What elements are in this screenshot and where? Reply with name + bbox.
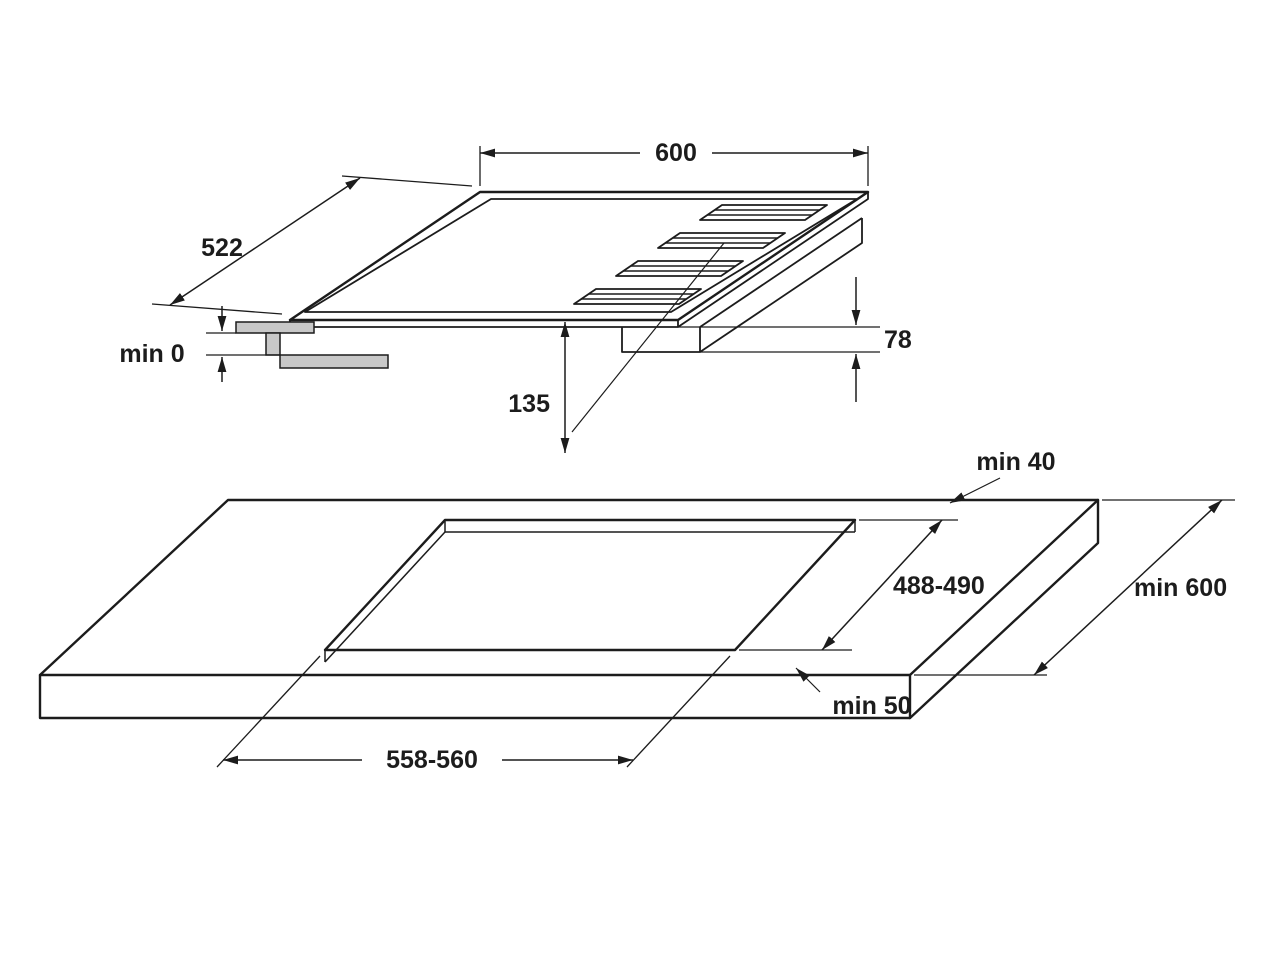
front-clearance-label: min 50 [832, 692, 911, 720]
mounting-profile [235, 321, 389, 369]
dim-edge-clearance: min 0 [119, 306, 280, 382]
cutout-depth-label: 488-490 [893, 572, 985, 600]
worktop-depth-label: min 600 [1134, 574, 1227, 602]
worktop-cutout [323, 518, 857, 663]
dim-hob-depth: 522 [151, 175, 473, 315]
burner-grate [615, 260, 744, 277]
dim-front-clearance: min 50 [795, 667, 912, 720]
cutout-width-label: 558-560 [386, 746, 478, 774]
dim-burner-distance: 135 [508, 242, 725, 453]
burner-grate [699, 204, 828, 221]
dim-hob-width: 600 [479, 139, 869, 186]
edge-clearance-label: min 0 [119, 340, 184, 368]
hob-depth-label: 522 [201, 234, 243, 262]
dim-cutout-width: 558-560 [216, 655, 731, 774]
dim-cutout-depth: 488-490 [739, 519, 985, 651]
hob-view: 600 522 78 135 [119, 139, 912, 453]
hob-width-label: 600 [655, 139, 697, 167]
dim-rear-clearance: min 40 [949, 448, 1056, 504]
rear-clearance-label: min 40 [976, 448, 1055, 476]
worktop-front-face [38, 673, 912, 720]
worktop-view: min 40 488-490 min 600 min 50 558-5 [38, 448, 1235, 774]
hob-outline [288, 190, 870, 322]
dim-build-in-height: 78 [678, 277, 912, 402]
hob-inner-rim [304, 198, 858, 313]
hob-height-label: 78 [884, 326, 912, 354]
dim-worktop-depth: min 600 [914, 499, 1235, 676]
burner-grate [657, 232, 786, 249]
burner-distance-label: 135 [508, 390, 550, 418]
burner-grates [573, 204, 828, 305]
burner-grate [573, 288, 702, 305]
